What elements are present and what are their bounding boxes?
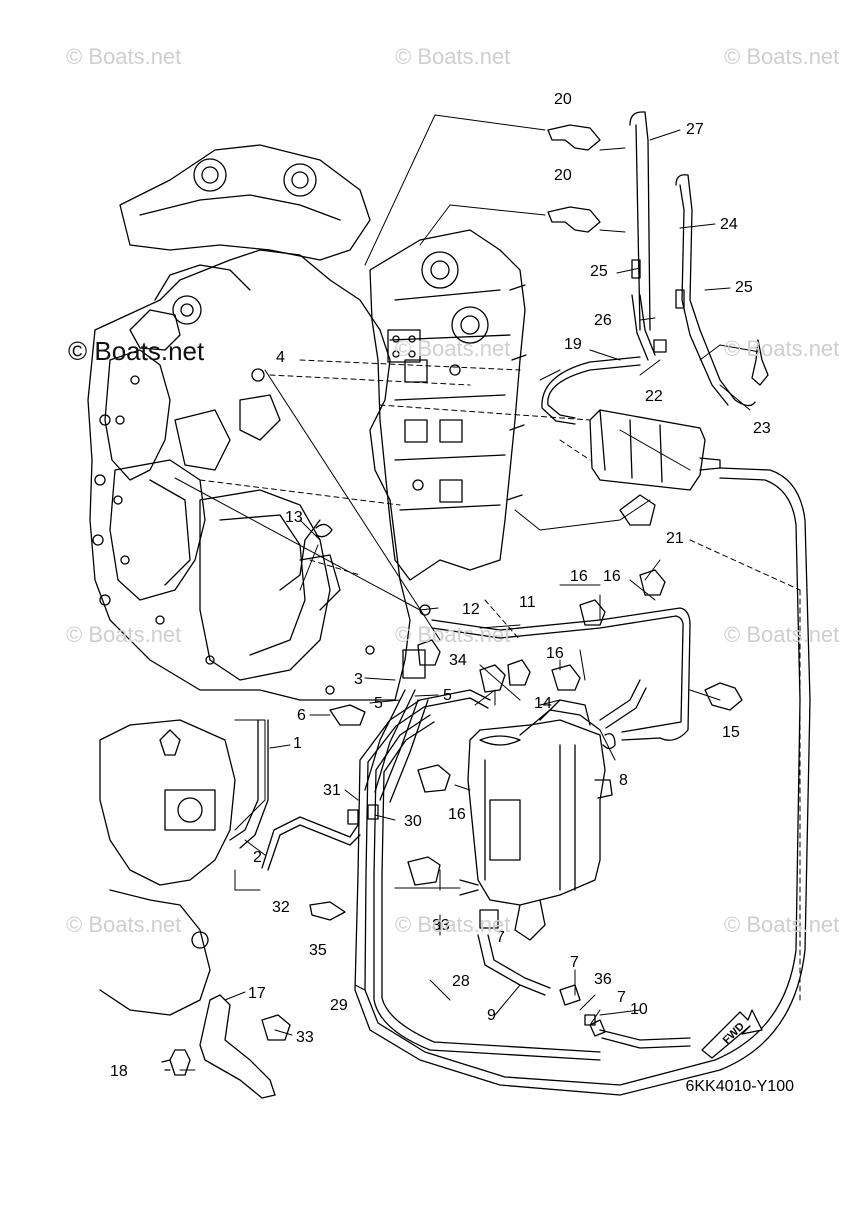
callout-23: 23 xyxy=(753,420,771,437)
throttle-body xyxy=(99,719,236,1016)
bracket-17 xyxy=(161,994,276,1099)
callout-18: 18 xyxy=(110,1063,128,1080)
callout-16d: 16 xyxy=(448,806,466,823)
callouts: 1 2 3 4 5 5 6 7 7 7 8 9 10 11 12 13 14 1… xyxy=(110,91,771,1080)
leader-lines xyxy=(174,114,761,1071)
clips xyxy=(251,124,743,1041)
callout-28: 28 xyxy=(452,973,470,990)
callout-32: 32 xyxy=(272,899,290,916)
callout-31: 31 xyxy=(323,782,341,799)
callout-14: 14 xyxy=(534,695,552,712)
callout-5b: 5 xyxy=(443,687,452,704)
watermark-dark: © Boats.net xyxy=(68,336,205,366)
callout-25a: 25 xyxy=(590,263,608,280)
callout-16a: 16 xyxy=(570,568,588,585)
callout-27: 27 xyxy=(686,121,704,138)
hoses xyxy=(229,111,811,1096)
callout-7b: 7 xyxy=(570,954,579,971)
callout-33b: 33 xyxy=(296,1029,314,1046)
callout-20a: 20 xyxy=(554,91,572,108)
callout-20b: 20 xyxy=(554,167,572,184)
watermark: © Boats.net xyxy=(724,336,840,361)
cylinder-head xyxy=(369,229,527,581)
callout-26: 26 xyxy=(594,312,612,329)
callout-1: 1 xyxy=(293,735,302,752)
watermark: © Boats.net xyxy=(66,912,182,937)
callout-19: 19 xyxy=(564,336,582,353)
watermark: © Boats.net xyxy=(724,912,840,937)
watermark: © Boats.net xyxy=(395,44,511,69)
callout-11: 11 xyxy=(519,594,536,611)
callout-30: 30 xyxy=(404,813,422,830)
vapor-separator xyxy=(459,699,613,941)
watermark: © Boats.net xyxy=(724,44,840,69)
fwd-arrow xyxy=(701,1009,763,1059)
watermark: © Boats.net xyxy=(724,622,840,647)
callout-34: 34 xyxy=(449,652,467,669)
callout-22: 22 xyxy=(645,388,663,405)
callout-25b: 25 xyxy=(735,279,753,296)
callout-24: 24 xyxy=(720,216,738,233)
callout-21: 21 xyxy=(666,530,684,547)
engine-block xyxy=(87,144,411,701)
callout-10: 10 xyxy=(630,1001,648,1018)
callout-35: 35 xyxy=(309,942,327,959)
callout-8: 8 xyxy=(619,772,628,789)
callout-3: 3 xyxy=(354,671,363,688)
callout-7a: 7 xyxy=(496,929,505,946)
callout-29: 29 xyxy=(330,997,348,1014)
callout-16c: 16 xyxy=(546,645,564,662)
callout-6: 6 xyxy=(297,707,306,724)
callout-4: 4 xyxy=(276,349,285,366)
callout-7c: 7 xyxy=(617,989,626,1006)
callout-9: 9 xyxy=(487,1007,496,1024)
canister xyxy=(589,409,721,526)
connectors xyxy=(347,259,769,1026)
callout-12: 12 xyxy=(462,601,480,618)
watermark: © Boats.net xyxy=(395,912,511,937)
callout-13: 13 xyxy=(285,509,303,526)
callout-16b: 16 xyxy=(603,568,621,585)
callout-33a: 33 xyxy=(432,917,450,934)
callout-2: 2 xyxy=(253,849,262,866)
callout-17: 17 xyxy=(248,985,266,1002)
watermark: © Boats.net xyxy=(66,44,182,69)
callout-36: 36 xyxy=(594,971,612,988)
dashed-routes xyxy=(199,359,801,1001)
callout-15: 15 xyxy=(722,724,740,741)
watermark: © Boats.net xyxy=(66,622,182,647)
watermark: © Boats.net xyxy=(395,336,511,361)
callout-5a: 5 xyxy=(374,695,383,712)
watermark: © Boats.net xyxy=(395,622,511,647)
diagram-code: 6KK4010-Y100 xyxy=(685,1078,794,1095)
